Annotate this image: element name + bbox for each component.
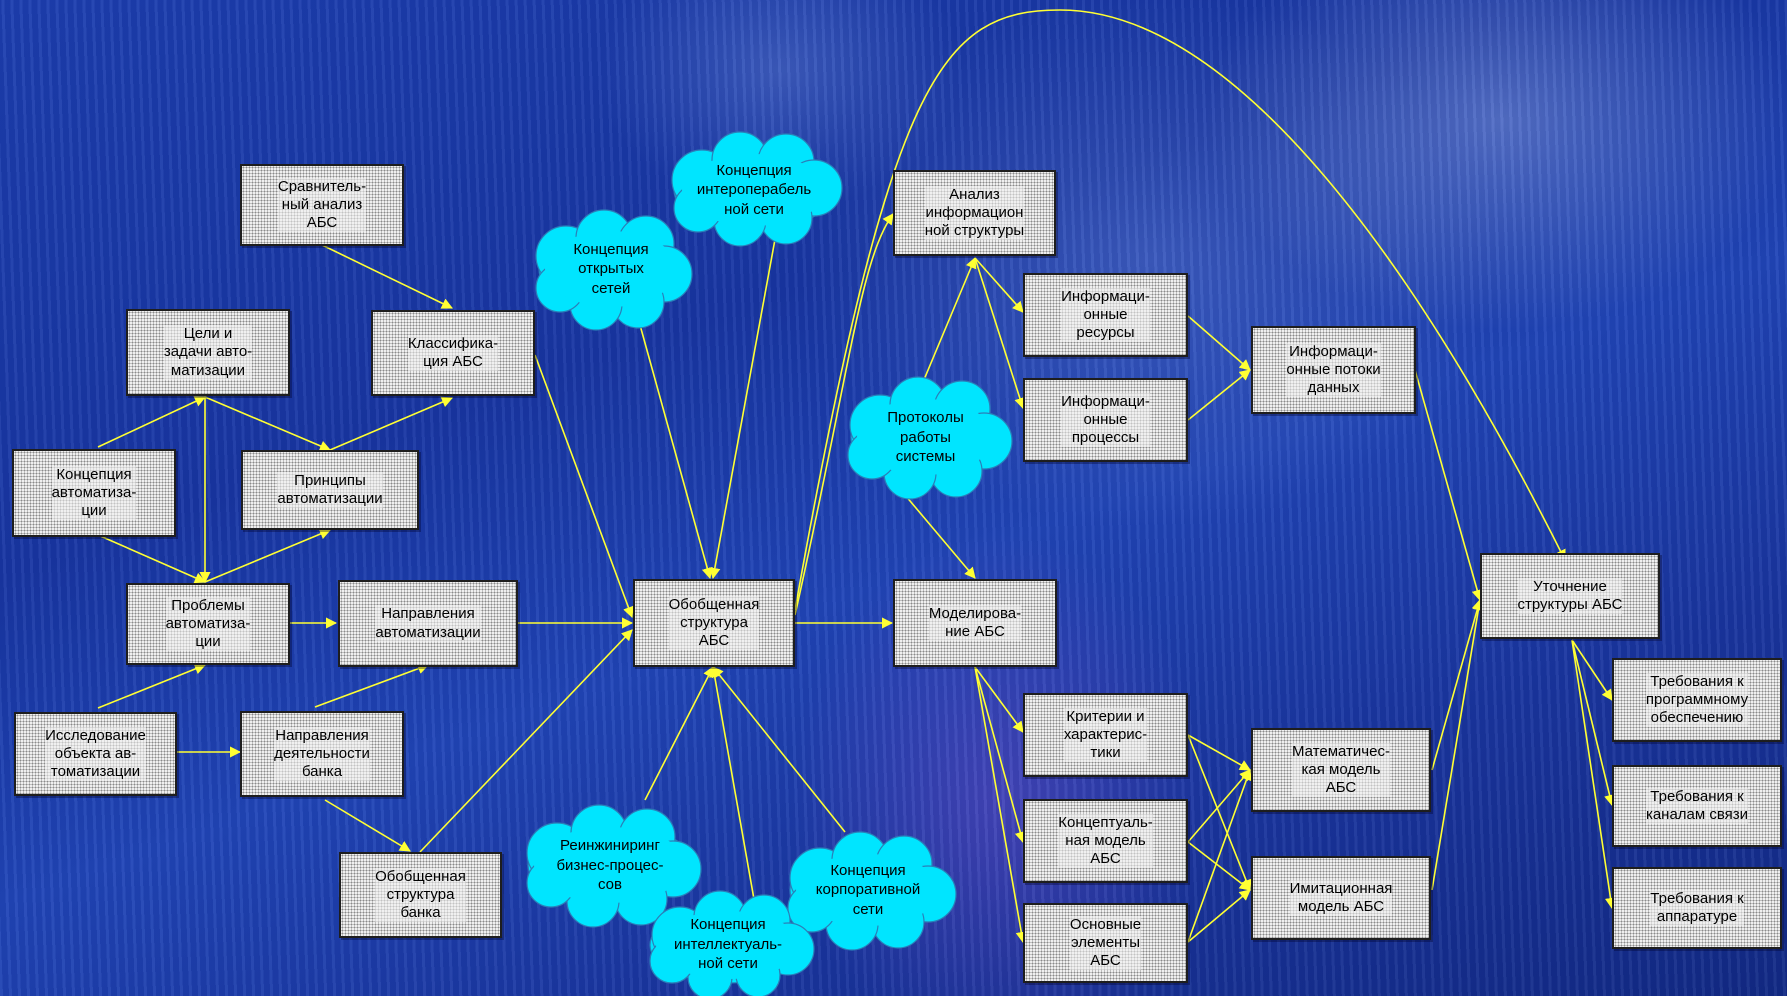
box-principles: Принципы автоматизации bbox=[241, 450, 419, 530]
box-criteria: Критерии и характерис- тики bbox=[1023, 693, 1188, 777]
edge bbox=[204, 396, 332, 452]
cloud-corporate: Концепция корпоративной сети bbox=[778, 830, 958, 951]
box-problems: Проблемы автоматиза- ции bbox=[126, 583, 290, 665]
box-info-structure-analysis: Анализ информацион ной структуры bbox=[893, 170, 1056, 256]
cloud-label: Концепция интеллектуаль- ной сети bbox=[673, 916, 783, 973]
cloud-label: Концепция корпоративной сети bbox=[815, 861, 921, 918]
box-req-software: Требования к программному обеспечению bbox=[1612, 658, 1782, 742]
box-conceptual-model: Концептуаль- ная модель АБС bbox=[1023, 799, 1188, 883]
edge bbox=[712, 666, 846, 833]
edge bbox=[974, 666, 1026, 844]
edge bbox=[1414, 369, 1483, 602]
edge bbox=[974, 666, 1024, 733]
edge bbox=[794, 213, 894, 616]
box-structure-refinement: Уточнение структуры АБС bbox=[1480, 553, 1660, 639]
box-automation-concept: Концепция автоматиза- ции bbox=[12, 449, 176, 537]
cloud-protocols: Протоколы работы системы bbox=[838, 375, 1013, 500]
box-basic-elements: Основные элементы АБС bbox=[1023, 903, 1188, 983]
edge bbox=[639, 324, 713, 580]
box-classification: Классифика- ция АБС bbox=[371, 310, 535, 396]
edge bbox=[324, 799, 411, 852]
edge bbox=[709, 211, 781, 580]
edge bbox=[1571, 639, 1617, 910]
cloud-label: Концепция интероперабель ной сети bbox=[696, 161, 812, 218]
cloud-open-networks: Концепция открытых сетей bbox=[526, 208, 696, 331]
box-generalized-structure: Обобщенная структура АБС bbox=[633, 579, 795, 667]
edge bbox=[419, 629, 633, 853]
edge bbox=[794, 9, 1566, 611]
cloud-interop: Концепция интероперабель ной сети bbox=[660, 130, 848, 250]
edge bbox=[97, 396, 207, 448]
box-req-channels: Требования к каналам связи bbox=[1612, 765, 1782, 847]
box-data-flows: Информаци- онные потоки данных bbox=[1251, 326, 1416, 414]
edge bbox=[974, 666, 1027, 944]
edge bbox=[534, 354, 634, 619]
edge bbox=[1431, 598, 1483, 771]
cloud-label: Протоколы работы системы bbox=[887, 409, 964, 466]
edge bbox=[329, 396, 454, 451]
edge bbox=[974, 257, 1024, 313]
edge bbox=[709, 665, 756, 906]
box-directions-automation: Направления автоматизации bbox=[338, 580, 518, 667]
edge bbox=[1187, 889, 1251, 943]
edge bbox=[904, 494, 976, 579]
box-math-model: Математичес- кая модель АБС bbox=[1251, 728, 1431, 812]
edge bbox=[1187, 768, 1252, 943]
edge bbox=[1431, 598, 1484, 891]
edge bbox=[644, 666, 714, 801]
edge bbox=[1187, 734, 1252, 892]
edge bbox=[1187, 734, 1251, 771]
edge bbox=[1187, 841, 1251, 891]
box-goals: Цели и задачи авто- матизации bbox=[126, 309, 290, 396]
edge bbox=[1187, 769, 1251, 843]
box-modeling: Моделирова- ние АБС bbox=[893, 579, 1057, 667]
edge bbox=[974, 257, 1026, 410]
box-bank-directions: Направления деятельности банка bbox=[240, 711, 404, 797]
cloud-reengineering: Реинжиниринг бизнес-процес- сов bbox=[515, 803, 705, 928]
box-bank-structure: Обобщенная структура банка bbox=[339, 852, 502, 938]
edge bbox=[1187, 369, 1251, 421]
box-info-resources: Информаци- онные ресурсы bbox=[1023, 273, 1188, 357]
box-info-processes: Информаци- онные процессы bbox=[1023, 378, 1188, 462]
edge bbox=[314, 663, 430, 708]
edge bbox=[321, 244, 454, 309]
edge bbox=[204, 528, 332, 583]
box-comparative-analysis: Сравнитель- ный анализ АБС bbox=[240, 164, 404, 246]
box-object-research: Исследование объекта ав- томатизации bbox=[14, 712, 177, 796]
edge bbox=[97, 534, 207, 584]
edge bbox=[1571, 639, 1613, 701]
edge bbox=[1187, 315, 1251, 371]
cloud-label: Реинжиниринг бизнес-процес- сов bbox=[556, 837, 664, 894]
box-simulation-model: Имитационная модель АБС bbox=[1251, 856, 1431, 940]
edge bbox=[1571, 639, 1616, 807]
box-req-hardware: Требования к аппаратуре bbox=[1612, 867, 1782, 949]
cloud-intellectual: Концепция интеллектуаль- ной сети bbox=[638, 890, 818, 996]
edge bbox=[97, 663, 207, 709]
cloud-label: Концепция открытых сетей bbox=[573, 240, 649, 297]
